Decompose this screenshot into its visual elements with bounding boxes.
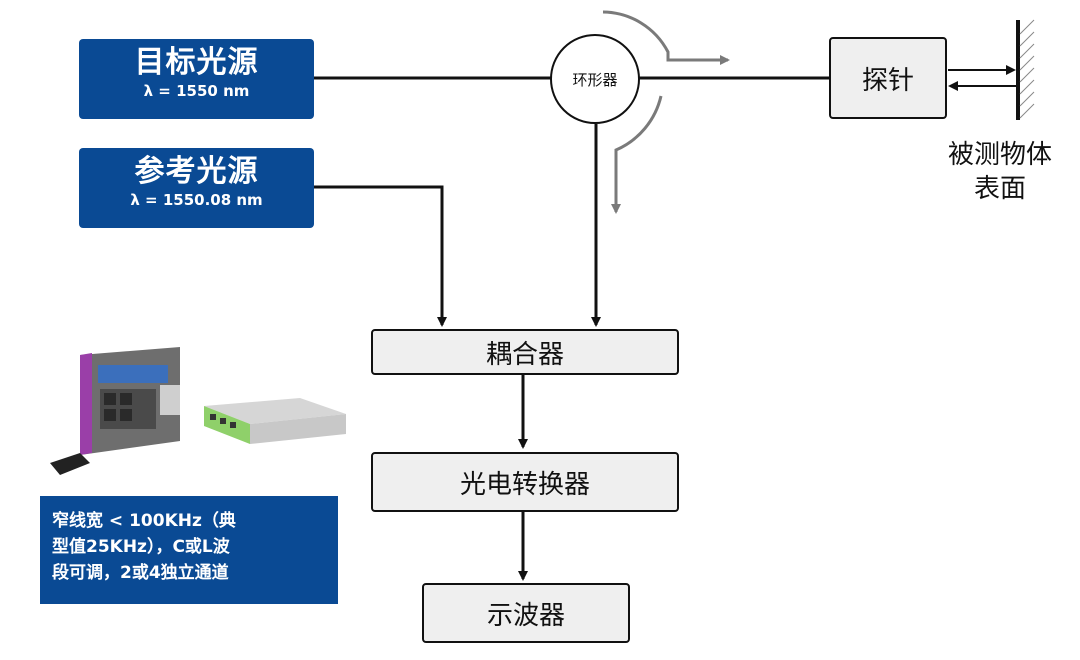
circulator-label: 环形器	[572, 70, 618, 89]
circulator: 环形器	[550, 34, 640, 124]
surface-label-line1: 被测物体	[947, 140, 1052, 170]
reference-light-source: 参考光源 λ = 1550.08 nm	[79, 148, 314, 228]
target-source-title: 目标光源	[134, 45, 259, 80]
converter-label: 光电转换器	[459, 469, 590, 500]
circulator-arc-bottom	[611, 95, 663, 214]
spec-note-line1: 窄线宽 < 100KHz（典	[52, 511, 236, 531]
surface-hatching	[1019, 19, 1035, 119]
coupler-box: 耦合器	[371, 329, 679, 375]
spec-note-line2: 型值25KHz），C或L波	[52, 537, 230, 557]
circulator-arc-top	[602, 10, 730, 65]
target-light-source: 目标光源 λ = 1550 nm	[79, 39, 314, 119]
instrument-card-image	[50, 347, 180, 475]
oscilloscope-label: 示波器	[486, 600, 565, 631]
reference-source-wavelength: λ = 1550.08 nm	[130, 191, 263, 209]
coupler-label: 耦合器	[485, 339, 564, 370]
surface-label-line2: 表面	[973, 174, 1026, 204]
oscilloscope-box: 示波器	[422, 583, 630, 643]
reference-source-title: 参考光源	[134, 154, 259, 189]
probe-box: 探针	[829, 37, 947, 119]
instrument-box-image	[204, 398, 346, 444]
line-reference-to-coupler	[314, 185, 447, 327]
target-source-wavelength: λ = 1550 nm	[143, 82, 250, 100]
surface-label: 被测物体 表面	[920, 138, 1080, 206]
spec-note: 窄线宽 < 100KHz（典 型值25KHz），C或L波 段可调，2或4独立通道	[40, 496, 338, 604]
spec-note-line3: 段可调，2或4独立通道	[52, 563, 229, 583]
probe-label: 探针	[861, 65, 914, 96]
converter-box: 光电转换器	[371, 452, 679, 512]
